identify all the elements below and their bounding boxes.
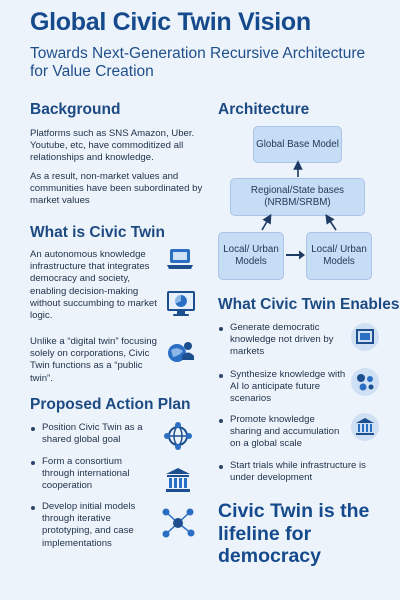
list-item: Generate democratic knowledge not driven… bbox=[218, 322, 348, 359]
action-plan-list: Develop initial models through iterative… bbox=[30, 501, 160, 550]
public-twin-icon bbox=[168, 342, 194, 362]
background-paragraph-2: As a result, non-market values and commu… bbox=[30, 171, 203, 207]
institution-icon bbox=[166, 468, 190, 492]
action-plan-heading: Proposed Action Plan bbox=[30, 396, 191, 413]
dashboard-chart-icon bbox=[167, 291, 195, 316]
architecture-arrows bbox=[261, 160, 337, 231]
local-model-label-left: Local/ Urban Models bbox=[223, 244, 279, 267]
screen-frame-icon bbox=[351, 323, 379, 351]
arrow-local-to-regional-right bbox=[325, 214, 337, 231]
what-is-paragraph-1: An autonomous knowledge infrastructure t… bbox=[30, 249, 157, 322]
page-subtitle: Towards Next-Generation Recursive Archit… bbox=[30, 45, 366, 80]
arrow-local-to-local bbox=[286, 250, 305, 260]
list-item: Promote knowledge sharing and accumula­t… bbox=[218, 414, 348, 451]
regional-bases-label: Regional/State bases (NRBM/SRBM) bbox=[250, 185, 345, 208]
local-model-label-right: Local/ Urban Models bbox=[311, 244, 367, 267]
global-base-model-label: Global Base Model bbox=[256, 138, 339, 150]
globe-network-icon bbox=[164, 422, 192, 450]
closing-statement: Civic Twin is the lifeline for democracy bbox=[218, 500, 370, 567]
background-paragraph-1: Platforms such as SNS Amazon, Uber. Yout… bbox=[30, 128, 195, 164]
page-title: Global Civic Twin Vision bbox=[30, 8, 311, 36]
laptop-icon bbox=[167, 249, 193, 269]
background-heading: Background bbox=[30, 101, 121, 118]
enables-list: Synthesize knowledge with AI lo anticipa… bbox=[218, 369, 346, 406]
local-model-box-right: Local/ Urban Models bbox=[306, 232, 372, 280]
arrow-local-to-regional-left bbox=[261, 213, 272, 231]
list-item: Form a consortium through international … bbox=[30, 456, 150, 493]
ai-synthesis-icon bbox=[351, 368, 379, 396]
list-item: Position Civic Twin as a shared global g… bbox=[30, 422, 150, 446]
network-prototype-icon bbox=[162, 508, 195, 538]
global-base-model-box: Global Base Model bbox=[253, 126, 342, 163]
what-is-heading: What is Civic Twin bbox=[30, 224, 165, 241]
action-plan-list: Position Civic Twin as a shared global g… bbox=[30, 422, 150, 446]
action-plan-list: Form a consortium through international … bbox=[30, 456, 150, 493]
architecture-heading: Architecture bbox=[218, 101, 310, 118]
knowledge-institution-icon bbox=[351, 413, 379, 441]
enables-list: Promote knowledge sharing and accumula­t… bbox=[218, 414, 348, 451]
local-model-box-left: Local/ Urban Models bbox=[218, 232, 284, 280]
enables-list: Start trials while infrastructure is und… bbox=[218, 460, 380, 484]
enables-list: Generate democratic knowledge not driven… bbox=[218, 322, 348, 359]
list-item: Develop initial models through iterative… bbox=[30, 501, 160, 550]
what-is-paragraph-2: Unlike a “digital twin” focusing solely … bbox=[30, 336, 157, 384]
list-item: Synthesize knowledge with AI lo anticipa… bbox=[218, 369, 346, 406]
regional-bases-box: Regional/State bases (NRBM/SRBM) bbox=[230, 178, 365, 216]
enables-heading: What Civic Twin Enables bbox=[218, 296, 400, 313]
list-item: Start trials while infrastructure is und… bbox=[218, 460, 380, 484]
